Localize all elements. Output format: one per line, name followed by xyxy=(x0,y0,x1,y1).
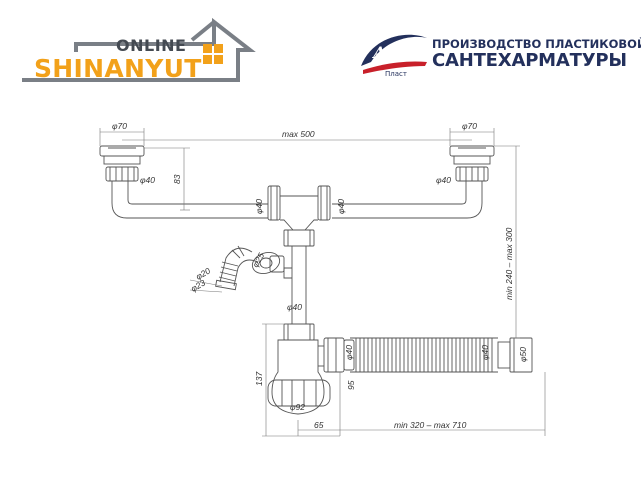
dim-trap-outlet-40: φ40 xyxy=(344,345,354,360)
dim-vertical-40: φ40 xyxy=(287,302,302,312)
dim-trap-height: 137 xyxy=(254,372,264,386)
small-hose xyxy=(215,245,259,291)
dim-tee-left: φ40 xyxy=(254,199,264,214)
logo-brand-text: SHINANYUT xyxy=(34,54,202,83)
dim-outlet-left: φ70 xyxy=(112,121,127,131)
logo-online-text: ONLINE xyxy=(116,36,187,55)
right-strainer xyxy=(449,145,495,182)
left-strainer xyxy=(99,145,145,182)
logo-line1-text: ПРОИЗВОДСТВО ПЛАСТИКОВОЙ xyxy=(432,37,641,51)
dim-height-83: 83 xyxy=(172,174,182,184)
dim-outlet-right: φ70 xyxy=(462,121,477,131)
logo-line2-text: САНТЕХАРМАТУРЫ xyxy=(432,50,627,71)
ani-plast-logo: АНИ Пласт ПРОИЗВОДСТВО ПЛАСТИКОВОЙ САНТЕ… xyxy=(355,28,641,78)
dim-trap-bowl: φ92 xyxy=(290,402,305,412)
dim-nut-right: φ40 xyxy=(436,175,451,185)
dim-tee-right: φ40 xyxy=(336,199,346,214)
dim-hose-40: φ40 xyxy=(480,345,490,360)
dim-trap-95: 95 xyxy=(346,380,356,390)
dim-hose-end-50: φ50 xyxy=(518,347,528,362)
shinanyut-logo: ONLINE SHINANYUT xyxy=(14,10,259,83)
dimension-lines xyxy=(99,128,546,437)
dim-overall-width: max 500 xyxy=(282,129,315,139)
house-logo-icon xyxy=(22,17,256,82)
dim-offset-65: 65 xyxy=(314,420,324,430)
dim-height-range: min 240 – max 300 xyxy=(504,227,514,300)
dim-side-23: φ23 xyxy=(189,277,207,293)
dim-nut-left: φ40 xyxy=(140,175,155,185)
dim-hose-length: min 320 – max 710 xyxy=(394,420,467,430)
logo-mark-text: Пласт xyxy=(385,70,407,78)
ani-plast-emblem-icon: АНИ Пласт xyxy=(361,34,427,78)
svg-text:АНИ: АНИ xyxy=(372,43,417,62)
dimension-labels: φ70 φ70 max 500 83 φ40 φ40 φ40 φ40 φ25 φ… xyxy=(112,121,528,430)
dim-side-20: φ20 xyxy=(194,265,212,281)
corrugated-hose xyxy=(343,337,533,373)
